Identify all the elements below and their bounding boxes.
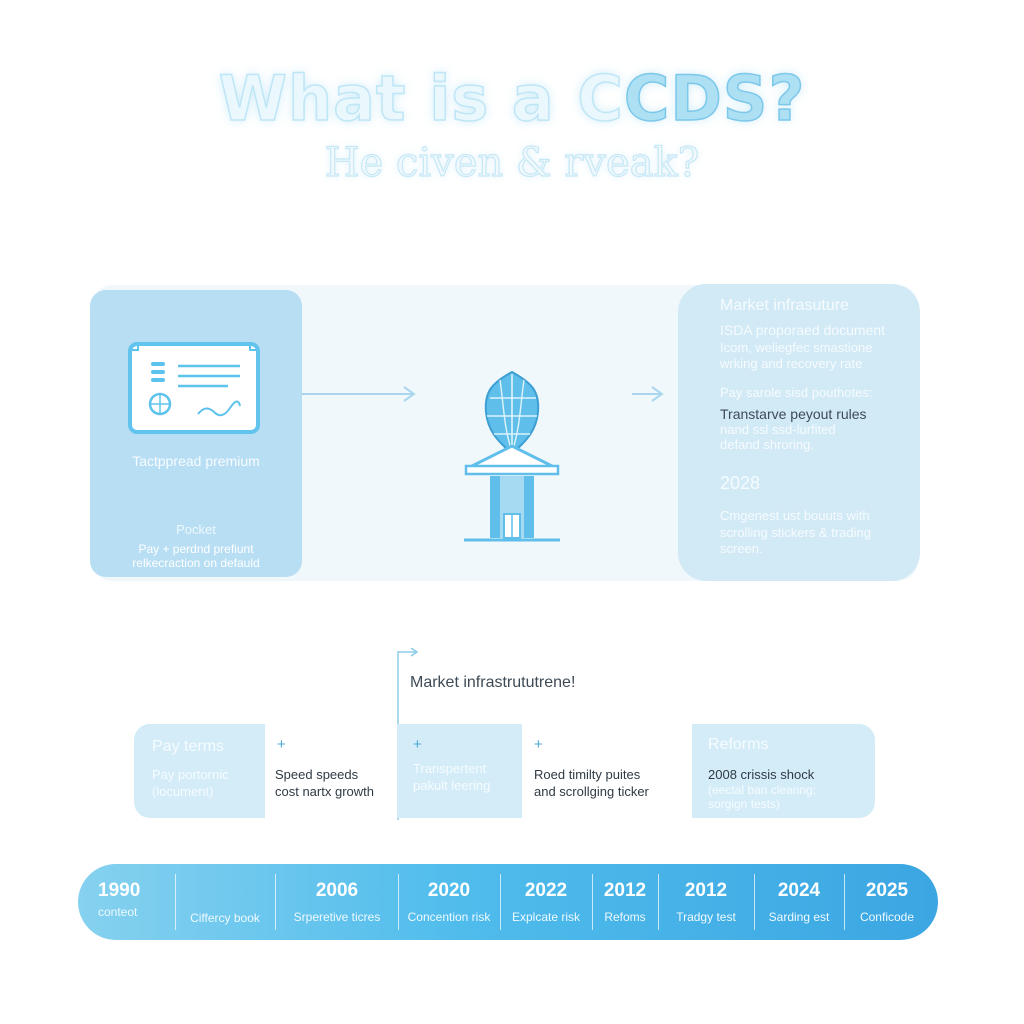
- timeline-label: Explcate risk: [511, 910, 581, 924]
- step-text: Speed speeds cost nartx growth: [275, 766, 374, 800]
- step-line: and scrollging ticker: [534, 784, 649, 799]
- infra-line: nand ssl ssd-lurfited: [720, 422, 836, 437]
- pocket-heading: Pocket: [176, 522, 216, 537]
- timeline-year: 2012: [684, 880, 728, 901]
- infra-line: Icom, weliegfec smastione: [720, 340, 873, 355]
- step-heading: Reforms: [708, 736, 769, 753]
- timeline-divider: [500, 874, 501, 930]
- infra-line: Pay sarole sisd pouthotes:: [720, 385, 873, 400]
- timeline-year: 2024: [777, 880, 821, 901]
- step-line: Transpertent: [413, 761, 487, 776]
- timeline-segment: 2024 Sarding est: [755, 864, 843, 940]
- timeline-divider: [175, 874, 176, 930]
- premium-caption: Tactppread premium: [132, 453, 260, 469]
- process-step: Reforms 2008 crissis shock (eectal ban c…: [692, 724, 875, 818]
- pocket-body-line: relkecraction on defauld: [132, 556, 260, 570]
- timeline-segment: 2012 Refoms: [593, 864, 657, 940]
- plus-icon: +: [413, 736, 422, 753]
- step-text: Roed timilty puites and scrollging ticke…: [534, 766, 649, 800]
- timeline-year: 2025: [865, 880, 909, 901]
- timeline-divider: [275, 874, 276, 930]
- timeline-label: Concention risk: [407, 910, 491, 924]
- step-text: Transpertent pakult leering: [413, 760, 490, 794]
- timeline-segment: 2020 Concention risk: [399, 864, 499, 940]
- pocket-body: Pay + perdnd prefiunt relkecraction on d…: [96, 542, 296, 570]
- infra-year: 2028: [720, 473, 761, 493]
- timeline-divider: [844, 874, 845, 930]
- timeline-label: Refoms: [604, 910, 646, 924]
- arrow-right-icon: [632, 386, 664, 402]
- arrow-right-icon: [302, 386, 416, 402]
- market-infrastructure-card: [678, 284, 920, 581]
- step-line: sorgign tests): [708, 797, 781, 811]
- timeline-divider: [592, 874, 593, 930]
- infra-line: wrking and recovery rate: [720, 356, 863, 371]
- step-line: Roed timilty puites: [534, 767, 641, 782]
- timeline-label: Conficode: [859, 910, 915, 924]
- timeline-year: 1990: [98, 880, 141, 901]
- timeline-label: Ciffercy book: [190, 911, 260, 925]
- pocket-body-line: Pay + perdnd prefiunt: [138, 542, 254, 556]
- infra-line: Transtarve peyout rules: [720, 406, 867, 422]
- infra-line: ISDA proporaed document: [720, 322, 885, 338]
- timeline-divider: [658, 874, 659, 930]
- step-line: (eectal ban clearing;: [708, 783, 817, 797]
- timeline-segment: 2012 Tradgy test: [659, 864, 753, 940]
- timeline-segment: 2022 Explcate risk: [501, 864, 591, 940]
- step-line: 2008 crissis shock: [708, 767, 815, 782]
- timeline-segment: 1990 conteot: [78, 864, 174, 940]
- title-main: What is a C: [218, 61, 624, 136]
- step-line: Pay portornic: [152, 767, 229, 782]
- timeline-divider: [398, 874, 399, 930]
- page-title: What is a CCDS?: [0, 61, 1024, 136]
- timeline-year: 2006: [315, 880, 359, 901]
- infra-line: screen.: [720, 541, 763, 556]
- timeline-segment: 2006 Srperetive ticres: [276, 864, 398, 940]
- process-step: + Transpertent pakult leering: [397, 724, 522, 818]
- bank-shield-icon: [464, 370, 560, 542]
- timeline-label: conteot: [98, 905, 138, 919]
- timeline-year: 2020: [427, 880, 471, 901]
- plus-icon: +: [277, 736, 286, 753]
- timeline-year: 2022: [524, 880, 568, 901]
- timeline-divider: [754, 874, 755, 930]
- step-line: cost nartx growth: [275, 784, 374, 799]
- timeline-segment: 2025 Conficode: [845, 864, 929, 940]
- timeline-year: 2012: [603, 880, 647, 901]
- title-accent: CDS?: [623, 61, 806, 136]
- process-step: + Roed timilty puites and scrollging tic…: [522, 724, 692, 818]
- timeline-segment: Ciffercy book: [176, 864, 274, 940]
- plus-icon: +: [534, 736, 543, 753]
- infra-line: defand shroring.: [720, 437, 814, 452]
- step-line: (locument): [152, 784, 214, 799]
- process-step: + Speed speeds cost nartx growth: [265, 724, 397, 818]
- infra-line: scrolling stickers & trading: [720, 525, 871, 540]
- step-line: pakult leering: [413, 778, 491, 793]
- step-text: 2008 crissis shock (eectal ban clearing;…: [708, 766, 816, 811]
- page-subtitle: He civen & rveak?: [324, 139, 700, 186]
- timeline-label: Srperetive ticres: [293, 910, 381, 924]
- step-text: Pay portornic (locument): [152, 766, 229, 800]
- process-title: Market infrastrututrene!: [410, 674, 576, 691]
- step-line: Speed speeds: [275, 767, 359, 782]
- infra-line: Cmgenest ust bouuts with: [720, 508, 870, 523]
- market-infrastructure-heading: Market infrasuture: [720, 297, 849, 314]
- timeline-label: Sarding est: [768, 910, 830, 924]
- timeline-label: Tradgy test: [676, 910, 736, 924]
- step-heading: Pay terms: [152, 738, 225, 755]
- contract-document-icon: [128, 342, 260, 434]
- history-timeline: 1990 conteot Ciffercy book 2006 Srpereti…: [78, 864, 938, 940]
- process-step: Pay terms Pay portornic (locument): [134, 724, 265, 818]
